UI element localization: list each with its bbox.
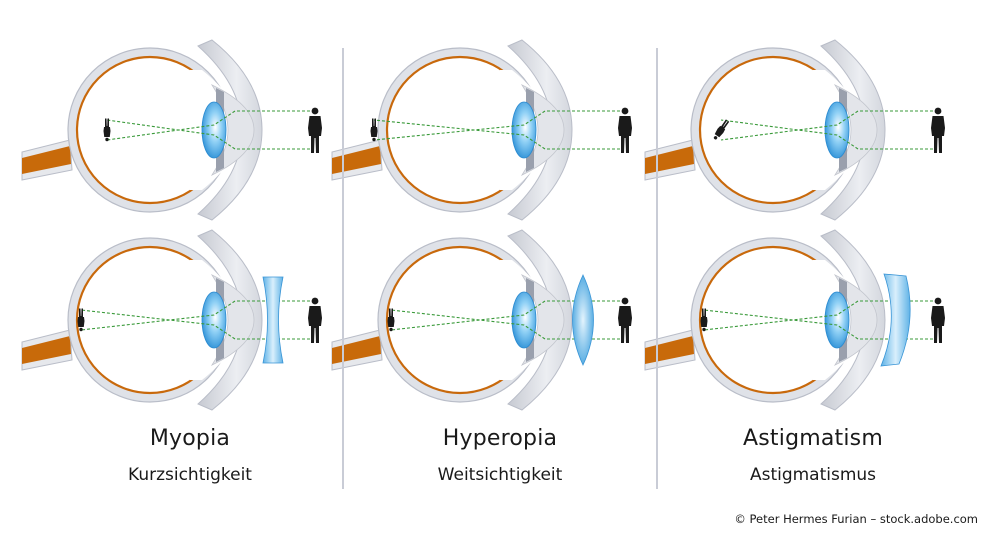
- anterior-chamber: [833, 84, 878, 176]
- copyright-credit: © Peter Hermes Furian – stock.adobe.com: [734, 512, 978, 526]
- retinal-image-person-icon: [700, 308, 708, 332]
- eyeball: [21, 229, 263, 411]
- object-person-icon: [931, 107, 945, 153]
- light-ray: [106, 110, 310, 141]
- panel-subtitle-myopia: Kurzsichtigkeit: [128, 465, 252, 485]
- light-ray: [373, 119, 620, 150]
- retinal-image-person-icon: [387, 308, 395, 332]
- anterior-chamber: [210, 274, 255, 366]
- eyeball: [331, 39, 573, 221]
- retinal-image-person-icon: [103, 118, 111, 142]
- eyeball: [644, 229, 886, 411]
- object-person-icon: [308, 297, 322, 343]
- optic-nerve: [332, 146, 381, 174]
- panel-hyperopia: [331, 39, 632, 411]
- panel-title-astigmatism: Astigmatism: [743, 426, 883, 451]
- uncorrected-view: [21, 39, 322, 221]
- panel-astigmatism: [644, 39, 945, 411]
- convex-corrective-lens: [572, 274, 594, 366]
- crystalline-lens: [201, 291, 227, 349]
- corrected-view: [21, 229, 322, 411]
- light-ray: [373, 110, 620, 141]
- optic-nerve: [22, 146, 71, 174]
- uncorrected-view: [331, 39, 632, 221]
- anterior-chamber: [520, 84, 565, 176]
- crystalline-lens: [824, 291, 850, 349]
- crystalline-lens: [511, 291, 537, 349]
- panel-title-hyperopia: Hyperopia: [442, 426, 558, 451]
- panel-myopia: [21, 39, 322, 411]
- eyeball: [331, 229, 573, 411]
- retinal-image-person-icon: [370, 118, 378, 142]
- retinal-image-person-icon: [77, 308, 85, 332]
- panel-divider: [656, 48, 658, 489]
- eyeball: [21, 39, 263, 221]
- panel-title-myopia: Myopia: [149, 426, 231, 451]
- eyeball: [644, 39, 886, 221]
- crystalline-lens: [824, 101, 850, 159]
- panel-subtitle-astigmatism: Astigmatismus: [749, 465, 877, 485]
- object-person-icon: [618, 297, 632, 343]
- anterior-chamber: [833, 274, 878, 366]
- concave-corrective-lens: [262, 276, 284, 364]
- crystalline-lens: [511, 101, 537, 159]
- anterior-chamber: [520, 274, 565, 366]
- object-person-icon: [931, 297, 945, 343]
- object-person-icon: [618, 107, 632, 153]
- retinal-image-person-icon: [713, 119, 730, 140]
- corrected-view: [331, 229, 632, 411]
- uncorrected-view: [644, 39, 945, 221]
- light-ray: [720, 110, 933, 141]
- optic-nerve: [332, 336, 381, 364]
- cylindrical-corrective-lens: [880, 273, 911, 367]
- crystalline-lens: [201, 101, 227, 159]
- object-person-icon: [308, 107, 322, 153]
- anterior-chamber: [210, 84, 255, 176]
- corrected-view: [644, 229, 945, 411]
- light-ray: [720, 119, 933, 150]
- panel-divider: [342, 48, 344, 489]
- light-ray: [106, 119, 310, 150]
- optic-nerve: [22, 336, 71, 364]
- panel-subtitle-hyperopia: Weitsichtigkeit: [437, 465, 563, 485]
